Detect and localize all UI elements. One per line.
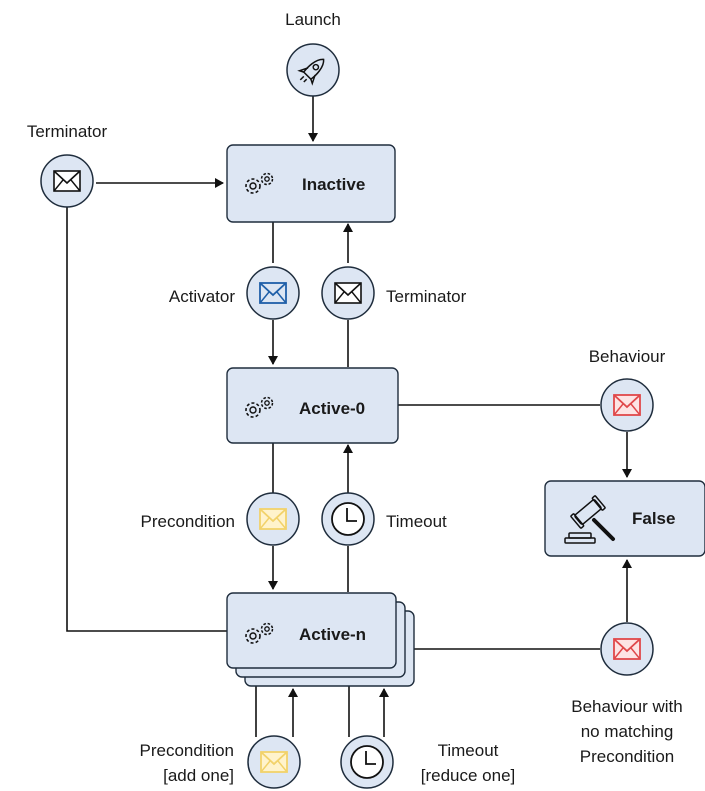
activator-event[interactable]: Activator <box>169 266 300 320</box>
envelope-icon <box>260 751 288 773</box>
precondition-add-event[interactable]: Precondition [add one] <box>139 735 301 789</box>
activen-box <box>226 592 397 669</box>
false-box <box>544 480 705 557</box>
launch-circle <box>286 43 340 97</box>
state-inactive[interactable]: Inactive <box>226 144 396 223</box>
active0-title: Active-0 <box>299 399 365 418</box>
envelope-icon <box>613 638 641 660</box>
terminator-top-label: Terminator <box>27 122 108 141</box>
gavel-icon <box>564 495 615 544</box>
envelope-icon <box>259 282 287 304</box>
state-false[interactable]: False <box>544 480 705 557</box>
rocket-icon <box>297 58 325 86</box>
envelope-icon <box>334 282 362 304</box>
precondition-label: Precondition <box>140 512 235 531</box>
terminator-event-mid[interactable]: Terminator <box>321 266 467 320</box>
state-active-n[interactable]: Active-n <box>226 592 415 687</box>
launch-label: Launch <box>285 10 341 29</box>
timeout-reduce-event[interactable]: Timeout [reduce one] <box>340 735 516 789</box>
terminator-event-top[interactable]: Terminator <box>27 122 108 208</box>
behaviour-event[interactable]: Behaviour <box>589 347 666 432</box>
terminator-mid-label: Terminator <box>386 287 467 306</box>
state-active-0[interactable]: Active-0 <box>226 367 399 444</box>
timeout-event[interactable]: Timeout <box>321 492 447 546</box>
inactive-title: Inactive <box>302 175 365 194</box>
launch-event[interactable]: Launch <box>285 10 341 97</box>
timeout-reduce-line1: Timeout <box>438 741 499 760</box>
precondition-add-line1: Precondition <box>139 741 234 760</box>
clock-icon <box>350 745 384 779</box>
precondition-event[interactable]: Precondition <box>140 492 300 546</box>
edges <box>66 96 632 737</box>
active0-box <box>226 367 399 444</box>
timeout-label: Timeout <box>386 512 447 531</box>
edge-terminator-activen <box>66 203 227 632</box>
behaviour-nomatch-line2: no matching <box>581 722 674 741</box>
inactive-box <box>226 144 396 223</box>
activen-title: Active-n <box>299 625 366 644</box>
activator-label: Activator <box>169 287 235 306</box>
behaviour-nomatch-line1: Behaviour with <box>571 697 683 716</box>
false-title: False <box>632 509 675 528</box>
behaviour-nomatch-line3: Precondition <box>580 747 675 766</box>
envelope-icon <box>259 508 287 530</box>
behaviour-nomatch-event[interactable]: Behaviour with no matching Precondition <box>571 622 683 766</box>
clock-icon <box>331 502 365 536</box>
timeout-reduce-line2: [reduce one] <box>421 766 516 785</box>
envelope-icon <box>53 170 81 192</box>
envelope-icon <box>613 394 641 416</box>
behaviour-label: Behaviour <box>589 347 666 366</box>
precondition-add-line2: [add one] <box>163 766 234 785</box>
